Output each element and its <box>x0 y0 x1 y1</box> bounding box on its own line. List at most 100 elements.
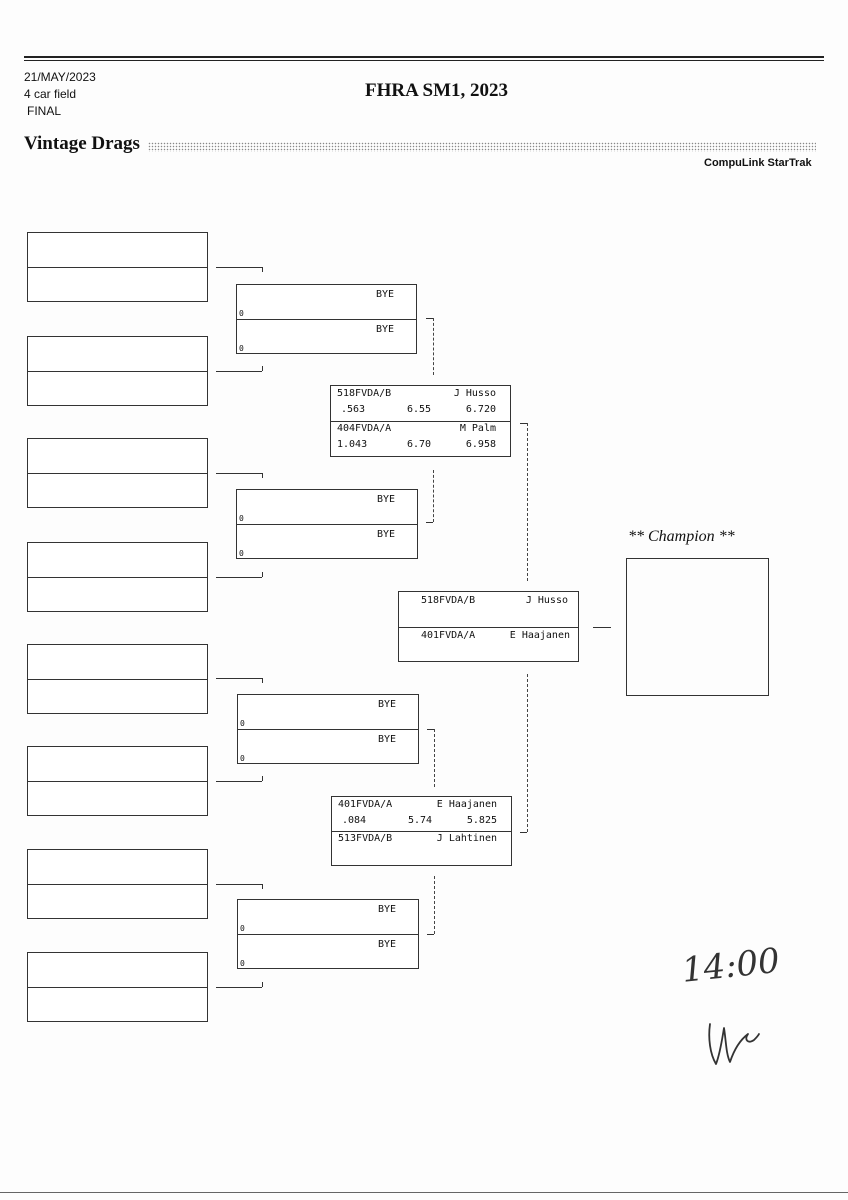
champion-box <box>626 558 769 696</box>
bye-zero: 0 <box>240 959 245 968</box>
elapsed-time: 6.958 <box>465 439 496 450</box>
class-title: Vintage Drags <box>24 133 140 154</box>
bye-label: BYE <box>377 939 396 950</box>
car-number: 404FVDA/A <box>337 423 392 434</box>
connector <box>433 470 434 522</box>
bye-label: BYE <box>376 529 395 540</box>
header-rule-thin <box>24 60 824 61</box>
bye-zero: 0 <box>240 924 245 933</box>
bye-zero: 0 <box>240 754 245 763</box>
car-number: 401FVDA/A <box>338 799 393 810</box>
final-lane-bottom: 401FVDA/A E Haajanen <box>399 626 578 663</box>
driver-name: M Palm <box>459 423 496 434</box>
brand-label: CompuLink StarTrak <box>704 157 812 169</box>
connector <box>427 934 434 935</box>
bye-label: BYE <box>377 734 396 745</box>
bye-zero: 0 <box>240 719 245 728</box>
handwritten-time-text: 14:00 <box>680 941 782 991</box>
handwritten-initials-icon <box>708 1023 760 1065</box>
bye-zero: 0 <box>239 514 244 523</box>
elapsed-time: 5.825 <box>466 815 497 826</box>
round1-box-2 <box>27 336 208 406</box>
bye-label: BYE <box>375 324 394 335</box>
bye-label: BYE <box>375 289 394 300</box>
connector <box>433 318 434 375</box>
round2-box-4: BYE 0 BYE 0 <box>237 899 419 969</box>
bye-zero: 0 <box>239 309 244 318</box>
connector <box>527 423 528 581</box>
driver-name: J Husso <box>525 595 568 606</box>
connector <box>262 884 263 889</box>
connector <box>216 781 262 782</box>
connector <box>262 678 263 683</box>
connector <box>216 987 262 988</box>
elapsed-time: 6.720 <box>465 404 496 415</box>
round1-box-1 <box>27 232 208 302</box>
driver-name: E Haajanen <box>436 799 497 810</box>
dial-in: 5.74 <box>408 815 433 826</box>
connector <box>216 884 262 885</box>
driver-name: J Lahtinen <box>436 833 497 844</box>
connector <box>262 366 263 371</box>
round1-box-7 <box>27 849 208 919</box>
connector <box>434 876 435 934</box>
connector <box>262 982 263 987</box>
round-name: FINAL <box>27 104 62 118</box>
round1-box-6 <box>27 746 208 816</box>
semifinal-1-lane-bottom: 404FVDA/A M Palm 1.043 6.70 6.958 <box>331 421 510 457</box>
semifinal-box-2: 401FVDA/A E Haajanen .084 5.74 5.825 513… <box>331 796 512 866</box>
bye-label: BYE <box>377 904 396 915</box>
bye-label: BYE <box>376 494 395 505</box>
round1-box-4 <box>27 542 208 612</box>
event-date: 21/MAY/2023 <box>24 70 96 84</box>
car-number: 401FVDA/A <box>421 629 476 641</box>
connector <box>216 678 262 679</box>
final-lane-top: 518FVDA/B J Husso <box>399 592 578 627</box>
driver-name: E Haajanen <box>509 629 570 641</box>
connector <box>593 627 611 628</box>
header-rule <box>24 56 824 58</box>
semifinal-1-lane-top: 518FVDA/B J Husso .563 6.55 6.720 <box>331 386 510 421</box>
connector <box>216 371 262 372</box>
footer-rule <box>0 1192 848 1193</box>
connector <box>262 473 263 478</box>
reaction-time: .563 <box>341 404 366 415</box>
round1-box-8 <box>27 952 208 1022</box>
dotted-band <box>148 142 816 152</box>
car-number: 518FVDA/B <box>421 595 476 606</box>
connector <box>262 776 263 781</box>
dial-in: 6.70 <box>407 439 432 450</box>
reaction-time: .084 <box>342 815 367 826</box>
champion-title: ** Champion ** <box>628 528 735 545</box>
reaction-time: 1.043 <box>337 439 368 450</box>
final-box: 518FVDA/B J Husso 401FVDA/A E Haajanen <box>398 591 579 662</box>
bye-zero: 0 <box>239 344 244 353</box>
event-title: FHRA SM1, 2023 <box>365 80 509 101</box>
semifinal-box-1: 518FVDA/B J Husso .563 6.55 6.720 404FVD… <box>330 385 511 457</box>
round1-box-3 <box>27 438 208 508</box>
semifinal-2-lane-bottom: 513FVDA/B J Lahtinen <box>332 831 511 866</box>
bye-zero: 0 <box>239 549 244 558</box>
dial-in: 6.55 <box>407 404 432 415</box>
handwritten-time: 14:00 <box>680 941 782 991</box>
connector <box>262 267 263 272</box>
connector <box>426 318 433 319</box>
connector <box>427 729 434 730</box>
car-number: 518FVDA/B <box>337 388 392 399</box>
round1-box-5 <box>27 644 208 714</box>
driver-name: J Husso <box>453 388 496 399</box>
connector <box>520 423 527 424</box>
connector <box>434 729 435 787</box>
connector <box>262 572 263 577</box>
round2-box-1: BYE 0 BYE 0 <box>236 284 417 354</box>
connector <box>216 577 262 578</box>
field-size: 4 car field <box>24 87 77 101</box>
connector <box>527 674 528 832</box>
connector <box>216 473 262 474</box>
connector <box>216 267 262 268</box>
round2-box-2: BYE 0 BYE 0 <box>236 489 418 559</box>
semifinal-2-lane-top: 401FVDA/A E Haajanen .084 5.74 5.825 <box>332 797 511 831</box>
car-number: 513FVDA/B <box>338 833 393 844</box>
connector <box>520 832 527 833</box>
